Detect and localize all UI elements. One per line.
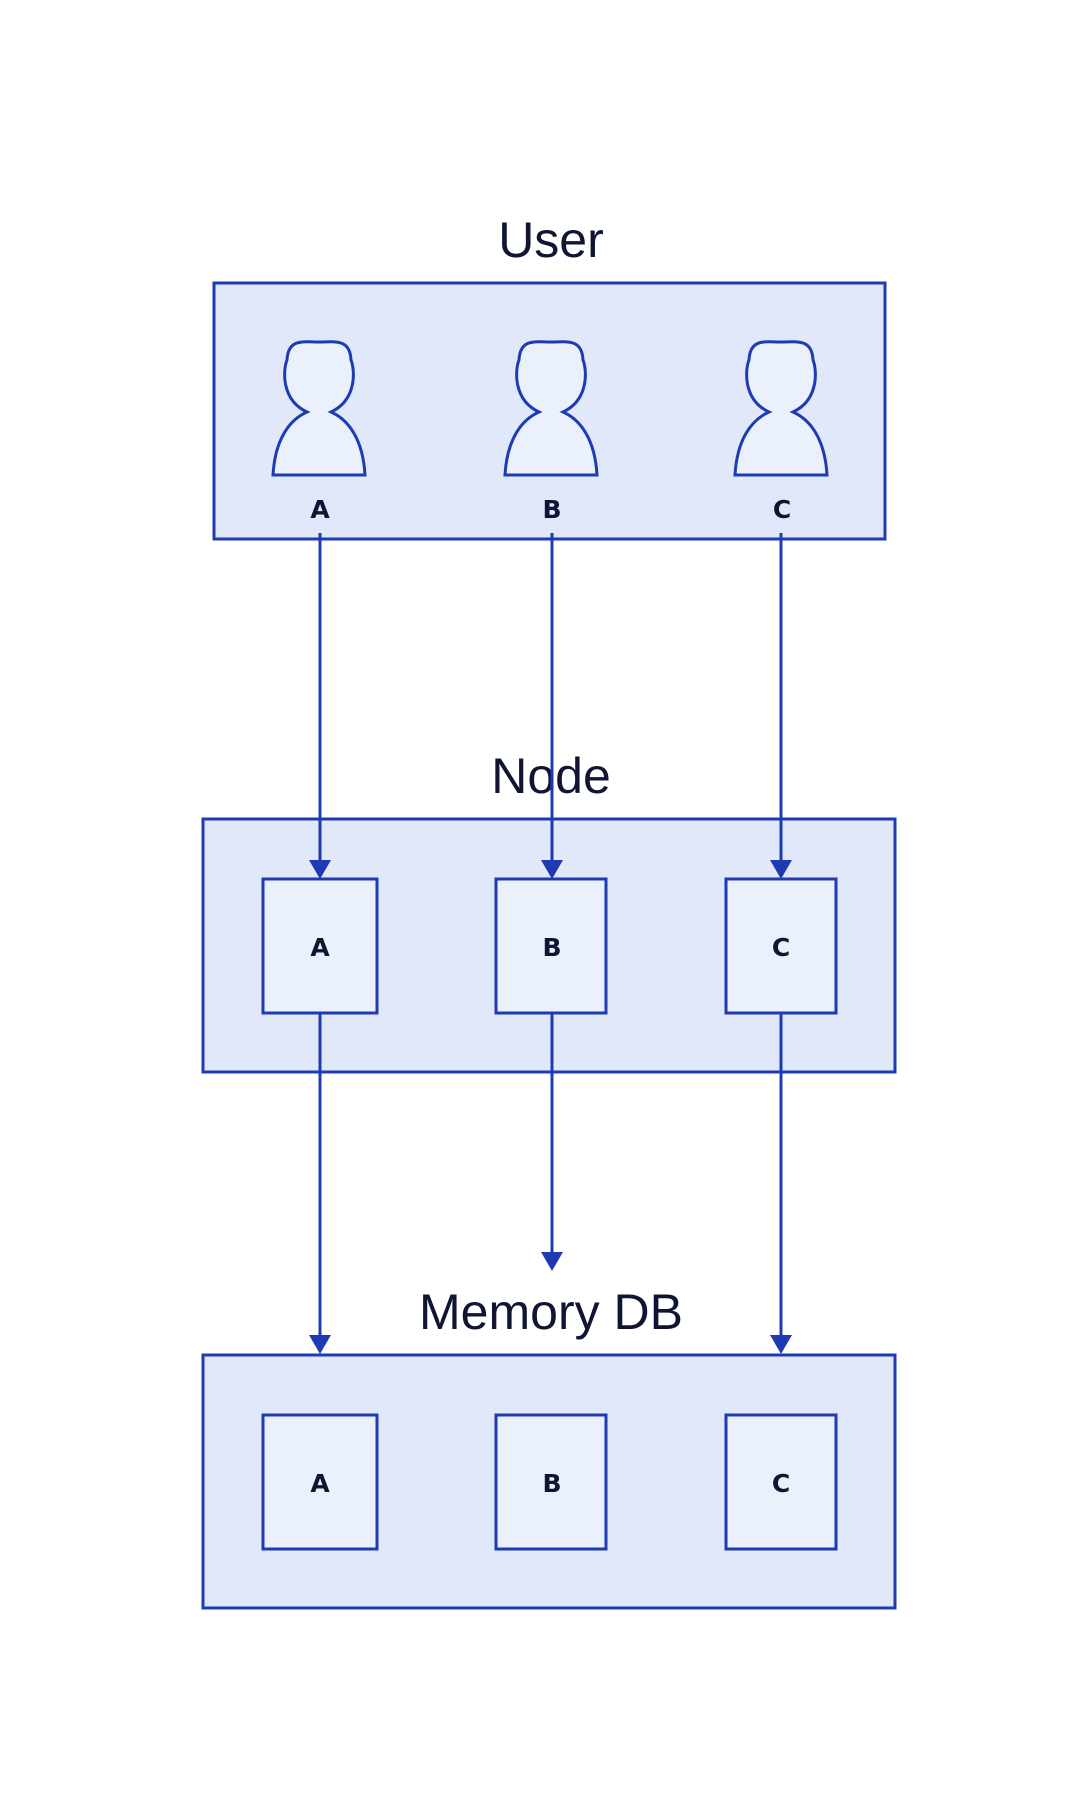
arrow-user-c-to-node-c (770, 533, 792, 879)
node-c-box (724, 877, 838, 1015)
memory-db-b-label: B (542, 1469, 561, 1498)
memory-db-a-box (261, 1413, 379, 1551)
memory-db-b-box (494, 1413, 608, 1551)
user-icon (271, 340, 367, 477)
memory-db-a-label: A (310, 1469, 330, 1498)
node-a-label: A (310, 933, 330, 962)
user-icon (733, 340, 829, 477)
arrow-user-b-to-node-b (541, 533, 563, 879)
user-c-label: C (773, 495, 791, 524)
user-icon (503, 340, 599, 477)
node-b-label: B (542, 933, 561, 962)
user-group-title: User (498, 212, 604, 268)
user-b-label: B (542, 495, 561, 524)
node-b-box (494, 877, 608, 1015)
arrow-node-a-to-memory-db (309, 1014, 331, 1354)
node-c-label: C (772, 933, 790, 962)
node-a-box (261, 877, 379, 1015)
arrow-user-a-to-node-a (309, 533, 331, 879)
arrow-node-c-to-memory-db (770, 1014, 792, 1354)
user-a-label: A (310, 495, 330, 524)
memory-db-c-label: C (772, 1469, 790, 1498)
arrow-node-b-to-memory-db (541, 1014, 563, 1271)
memory-db-group-title: Memory DB (419, 1284, 683, 1340)
memory-db-c-box (724, 1413, 838, 1551)
